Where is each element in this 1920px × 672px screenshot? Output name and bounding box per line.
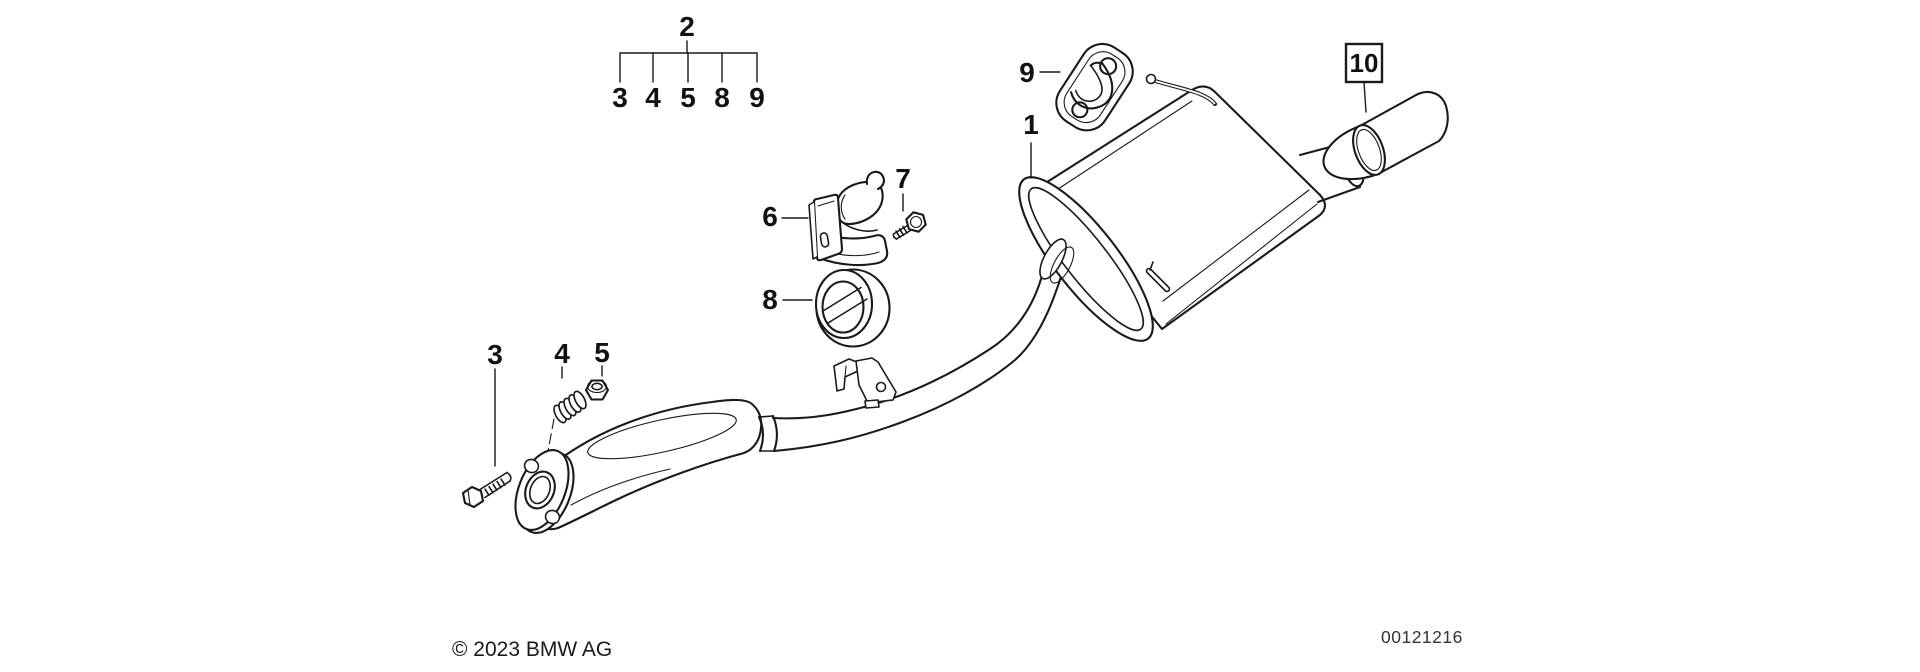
bolt3-shank-top bbox=[479, 471, 508, 491]
part-label-6: 6 bbox=[762, 201, 778, 232]
bracket-plate bbox=[812, 193, 844, 262]
pipe-bracket-plate bbox=[855, 357, 897, 404]
muffler-inlet-collar-inner bbox=[1049, 246, 1075, 284]
rear-muffler bbox=[1018, 73, 1365, 342]
nut-hole bbox=[591, 382, 603, 391]
leader-10 bbox=[1363, 81, 1367, 113]
bolt3-head-facet bbox=[467, 488, 471, 506]
bracket-bolt bbox=[892, 211, 927, 240]
muffler-bottom-seam bbox=[1165, 203, 1318, 325]
part-label-9: 9 bbox=[1019, 57, 1035, 88]
flange-hardware bbox=[461, 379, 610, 509]
tailpipe-tip bbox=[1322, 91, 1449, 181]
muffler-highlight-line bbox=[1162, 189, 1310, 302]
hanger-strap-end bbox=[1089, 61, 1104, 67]
bolt7-tip bbox=[892, 233, 898, 240]
bolt3-thread-4 bbox=[496, 480, 502, 489]
resonator-lower-contour bbox=[570, 468, 671, 506]
part-label-7: 7 bbox=[895, 163, 911, 194]
spring-position-dashline bbox=[547, 418, 555, 452]
nut-top-face bbox=[586, 379, 608, 394]
rubber-mounting-ring bbox=[814, 268, 891, 348]
callout-child-label-4: 4 bbox=[645, 82, 661, 113]
bracket-drum-tab bbox=[865, 170, 886, 191]
bracket-fold-line bbox=[841, 221, 878, 232]
muffler-hanger-wire-ball bbox=[1145, 73, 1157, 85]
pipe-sleeve-left-edge bbox=[757, 415, 764, 453]
copyright-text: © 2023 BMW AG bbox=[452, 638, 612, 661]
part-label-10: 10 bbox=[1350, 48, 1379, 78]
muffler-bottom-pin-stem bbox=[1149, 261, 1154, 271]
muffler-inlet-collar bbox=[1039, 238, 1067, 280]
callout-child-label-5: 5 bbox=[680, 82, 696, 113]
center-pipe-top-edge bbox=[771, 244, 1048, 420]
part-label-8: 8 bbox=[762, 284, 778, 315]
hanger-strap-outer bbox=[1069, 62, 1114, 110]
label-10-box bbox=[1344, 42, 1384, 84]
ring-strap-edge-1 bbox=[822, 286, 862, 312]
bolt3-thread-5 bbox=[500, 478, 506, 486]
spring-coil-5 bbox=[573, 390, 587, 410]
callout-child-label-9: 9 bbox=[749, 82, 765, 113]
callout-group-2: 2 3 4 5 8 9 bbox=[612, 11, 765, 113]
pipe-sleeve-right-edge bbox=[771, 414, 778, 453]
part-callout-10: 10 bbox=[1344, 42, 1384, 113]
ring-strap-edge-2 bbox=[827, 298, 868, 324]
part-callouts: 9 1 6 7 8 3 4 5 10 bbox=[487, 42, 1384, 467]
pipe-bracket-foot bbox=[864, 399, 880, 409]
doc-number: 00121216 bbox=[1381, 627, 1463, 647]
bolt3-tip bbox=[506, 471, 512, 482]
bracket-drum-arc bbox=[840, 194, 846, 220]
muffler-top-seam bbox=[1051, 100, 1193, 194]
bolt3-thread-2 bbox=[488, 485, 494, 494]
tip-body bbox=[1322, 91, 1449, 181]
center-pipe-bottom-edge bbox=[772, 270, 1064, 453]
bolt7-head bbox=[905, 211, 927, 233]
part-label-2: 2 bbox=[679, 11, 695, 42]
pipe-bracket-tab bbox=[833, 358, 859, 392]
callout-child-label-8: 8 bbox=[714, 82, 730, 113]
tip-opening bbox=[1352, 124, 1386, 176]
ring-opening bbox=[821, 280, 865, 334]
support-bracket bbox=[808, 170, 889, 267]
bracket-slot bbox=[819, 232, 830, 248]
bolt3-thread-3 bbox=[492, 483, 498, 492]
tip-opening-inner-wall bbox=[1356, 128, 1382, 172]
part-label-5: 5 bbox=[594, 337, 610, 368]
bolt7-thread-3 bbox=[895, 230, 901, 239]
flange-bolt-hole-top bbox=[523, 458, 540, 474]
part-label-4: 4 bbox=[554, 338, 570, 369]
hanger-plate bbox=[1055, 42, 1134, 132]
bolt7-thread-2 bbox=[898, 228, 905, 236]
resonator-highlight bbox=[587, 412, 737, 460]
hanger-bracket bbox=[1055, 42, 1134, 132]
outlet-stub-bottom bbox=[1316, 185, 1362, 204]
part-label-1: 1 bbox=[1023, 109, 1039, 140]
bracket-drum bbox=[835, 180, 884, 226]
hanger-plate-inner-edge bbox=[1063, 51, 1126, 124]
pipe-bracket-hole bbox=[875, 381, 887, 393]
part-label-3: 3 bbox=[487, 339, 503, 370]
callout-child-label-3: 3 bbox=[612, 82, 628, 113]
pipe-bracket-tab-fold bbox=[844, 365, 847, 378]
flange-bore-inner bbox=[528, 475, 552, 505]
bracket-plate-side bbox=[808, 201, 818, 260]
flange-bolt-hole-bottom bbox=[544, 509, 561, 525]
muffler-bottom-pin-core bbox=[1147, 269, 1169, 291]
front-pipe-assembly bbox=[514, 244, 1064, 534]
bolt7-thread-1 bbox=[902, 225, 908, 234]
bracket-plate-edge bbox=[817, 200, 835, 207]
hanger-strap-inner bbox=[1074, 64, 1103, 103]
muffler-hanger-wire-core bbox=[1154, 80, 1216, 105]
flange-bore-outer bbox=[524, 470, 556, 510]
hanger-hole-top bbox=[1099, 57, 1118, 76]
bolt7-head-ring bbox=[909, 215, 923, 229]
bolt3-thread-1 bbox=[484, 488, 490, 497]
pipe-sleeve-top bbox=[758, 415, 774, 418]
bolt3-head bbox=[461, 485, 485, 509]
muffler-endcap-inner bbox=[1027, 186, 1145, 332]
